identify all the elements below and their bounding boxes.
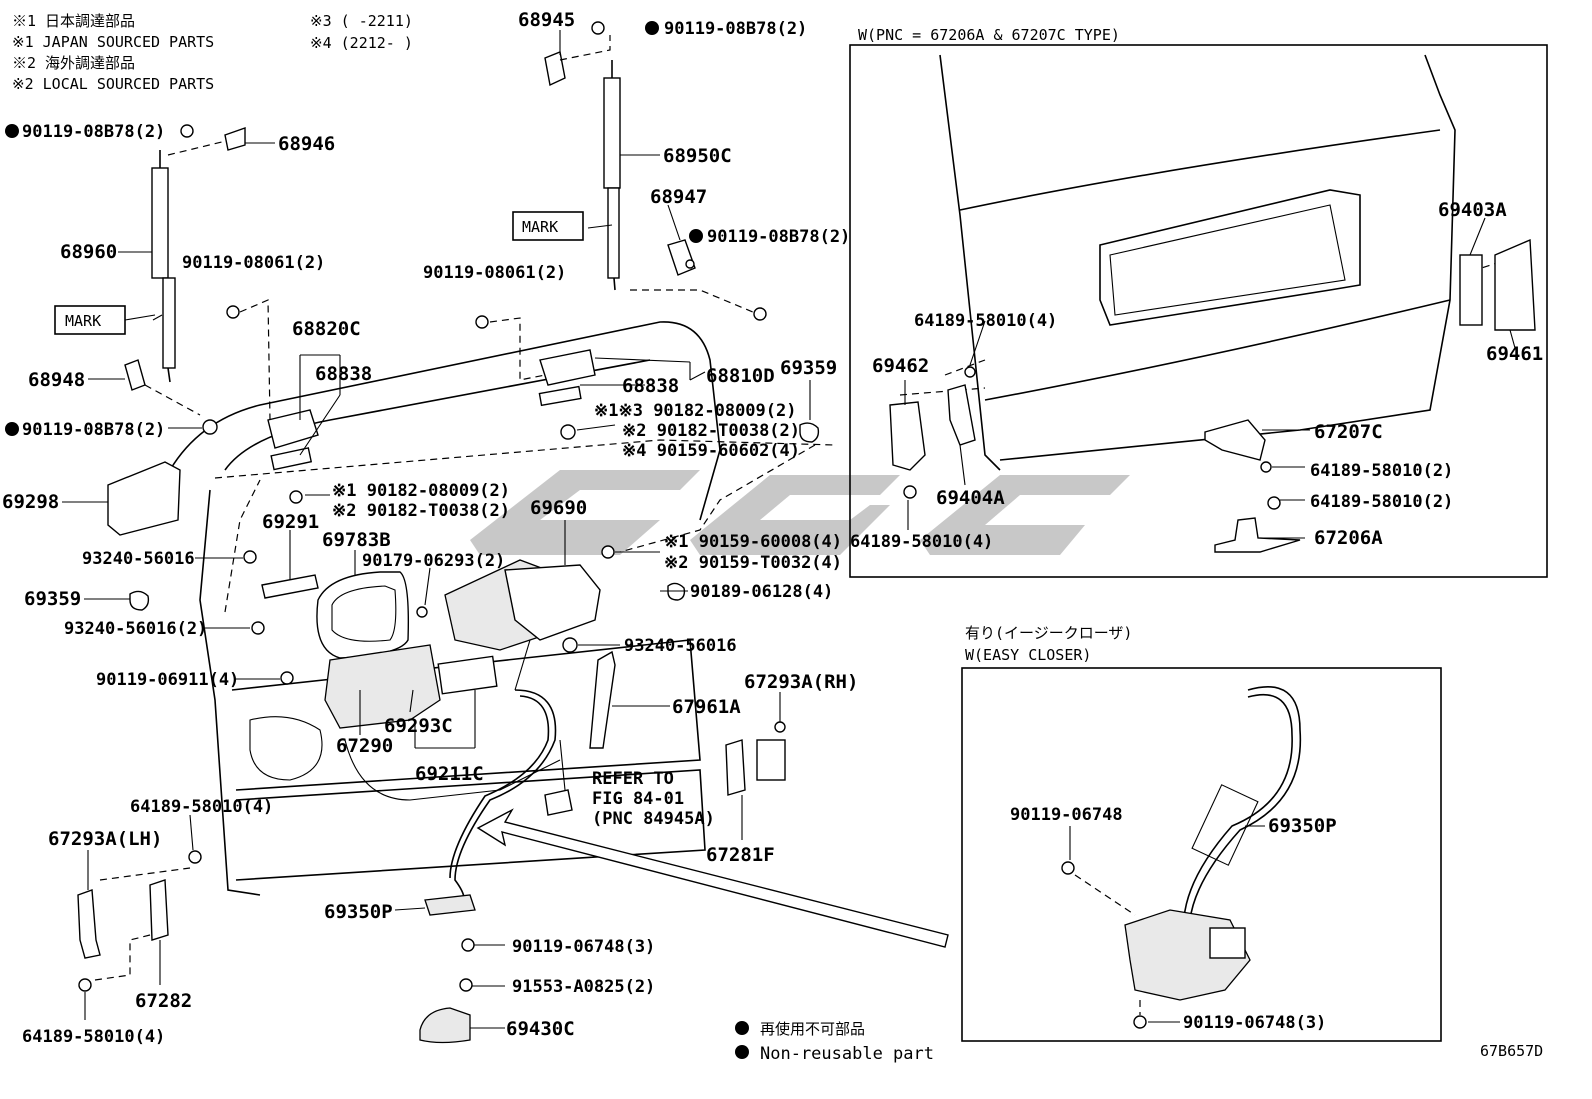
- label-68946: 68946: [278, 133, 335, 155]
- hinges: [107, 299, 820, 685]
- refer-line1: REFER TO: [592, 769, 674, 789]
- label-64189-58010-d: 64189-58010(2): [1310, 461, 1453, 481]
- label-69350p-main: 69350P: [324, 901, 393, 923]
- label-90182-08009-b: ※1 90182-08009(2): [332, 481, 510, 501]
- label-68810d: 68810D: [706, 365, 775, 387]
- label-90182-08009-a: ※1※3 90182-08009(2): [594, 401, 796, 421]
- label-67961a: 67961A: [672, 696, 741, 718]
- label-69404a: 69404A: [936, 487, 1005, 509]
- label-90189-06128: 90189-06128(4): [690, 582, 833, 602]
- inset-bottom-title-en: W(EASY CLOSER): [965, 646, 1091, 664]
- label-64189-58010-c: 64189-58010(4): [914, 311, 1057, 331]
- legend-note2-en: ※2 LOCAL SOURCED PARTS: [12, 75, 214, 93]
- diagram-id: 67B657D: [1480, 1042, 1543, 1060]
- legend-note4: ※4 (2212- ): [310, 34, 413, 52]
- label-69298: 69298: [2, 491, 59, 513]
- bullets: [5, 21, 749, 1059]
- gas-strut-left: [124, 124, 246, 435]
- label-68838-left: 68838: [315, 363, 372, 385]
- mark-callouts: MARK MARK: [54, 211, 584, 335]
- inset-top-frame: [849, 44, 1548, 578]
- label-90119-06748-inset-b: 90119-06748(3): [1183, 1013, 1326, 1033]
- legend-note1-en: ※1 JAPAN SOURCED PARTS: [12, 33, 214, 51]
- label-67290: 67290: [336, 735, 393, 757]
- label-67282: 67282: [135, 990, 192, 1012]
- label-69359-right: 69359: [780, 357, 837, 379]
- lock-assembly: [316, 545, 686, 816]
- label-69359-left: 69359: [24, 588, 81, 610]
- cable-69350p: [419, 689, 557, 1044]
- label-90119-08b78-low: 90119-08B78(2): [22, 420, 165, 440]
- label-93240-56016-b: 93240-56016(2): [64, 619, 207, 639]
- footer: 再使用不可部品 Non-reusable part 67B657D: [760, 1020, 1543, 1064]
- label-68945: 68945: [518, 9, 575, 31]
- label-67293a-lh: 67293A(LH): [48, 828, 162, 850]
- label-67207c: 67207C: [1314, 421, 1383, 443]
- label-69461: 69461: [1486, 343, 1543, 365]
- label-90159-60602: ※4 90159-60602(4): [622, 441, 800, 461]
- label-68947: 68947: [650, 186, 707, 208]
- label-90119-08b78-mid: 90119-08B78(2): [707, 227, 850, 247]
- label-67281f: 67281F: [706, 844, 775, 866]
- label-68950c: 68950C: [663, 145, 732, 167]
- legend-note2-jp: ※2 海外調達部品: [12, 54, 135, 72]
- label-90119-08b78-left: 90119-08B78(2): [22, 122, 165, 142]
- label-69211c: 69211C: [415, 763, 484, 785]
- refer-line2: FIG 84-01: [592, 789, 684, 809]
- label-67206a: 67206A: [1314, 527, 1383, 549]
- legend-note3: ※3 ( -2211): [310, 12, 413, 30]
- label-68838-mid: 68838: [622, 375, 679, 397]
- label-90119-06748-inset: 90119-06748: [1010, 805, 1123, 825]
- label-69783b: 69783B: [322, 529, 391, 551]
- legend-note1-jp: ※1 日本調達部品: [12, 12, 135, 30]
- label-64189-58010-f: 64189-58010(4): [850, 532, 993, 552]
- watermark-logo: [470, 470, 1130, 555]
- label-64189-58010-b: 64189-58010(4): [22, 1027, 165, 1047]
- refer-line3: (PNC 84945A): [592, 809, 715, 829]
- inset-bottom-frame: [961, 667, 1442, 1042]
- part-labels: 68945 90119-08B78(2) 90119-08B78(2) 6894…: [2, 9, 1543, 1047]
- label-90159-t0032: ※2 90159-T0032(4): [664, 553, 842, 573]
- label-90119-08b78-top: 90119-08B78(2): [664, 19, 807, 39]
- label-90179-06293: 90179-06293(2): [362, 551, 505, 571]
- label-91553-a0825: 91553-A0825(2): [512, 977, 655, 997]
- label-69403a: 69403A: [1438, 199, 1507, 221]
- label-90182-t0038-b: ※2 90182-T0038(2): [332, 501, 510, 521]
- label-68960: 68960: [60, 241, 117, 263]
- label-64189-58010-e: 64189-58010(2): [1310, 492, 1453, 512]
- label-69350p-inset: 69350P: [1268, 815, 1337, 837]
- label-90182-t0038-a: ※2 90182-T0038(2): [622, 421, 800, 441]
- mark-label-right: MARK: [522, 218, 558, 236]
- inset-pnc-type: W(PNC = 67206A & 67207C TYPE): [849, 26, 1548, 578]
- arrow-to-easy-closer: [476, 808, 949, 948]
- label-90119-06911: 90119-06911(4): [96, 670, 239, 690]
- label-90159-60008: ※1 90159-60008(4): [664, 532, 842, 552]
- label-69293c: 69293C: [384, 715, 453, 737]
- nonreusable-en: Non-reusable part: [760, 1044, 934, 1064]
- nonreusable-jp: 再使用不可部品: [760, 1020, 865, 1038]
- label-69690: 69690: [530, 497, 587, 519]
- inset-top-title: W(PNC = 67206A & 67207C TYPE): [858, 26, 1120, 44]
- label-64189-58010-a: 64189-58010(4): [130, 797, 273, 817]
- inset-easy-closer: 有り(イージークローザ) W(EASY CLOSER): [961, 624, 1442, 1042]
- label-68948: 68948: [28, 369, 85, 391]
- label-67293a-rh: 67293A(RH): [744, 671, 858, 693]
- label-90119-08061-mid: 90119-08061(2): [423, 263, 566, 283]
- label-69291: 69291: [262, 511, 319, 533]
- label-90119-06748-main: 90119-06748(3): [512, 937, 655, 957]
- label-90119-08061-left: 90119-08061(2): [182, 253, 325, 273]
- leader-lines: [62, 30, 816, 1029]
- gas-strut-right: [544, 21, 767, 321]
- label-69430c: 69430C: [506, 1018, 575, 1040]
- label-69462: 69462: [872, 355, 929, 377]
- mark-label-left: MARK: [65, 312, 101, 330]
- label-93240-56016-c: 93240-56016: [624, 636, 737, 656]
- inset-bottom-title-jp: 有り(イージークローザ): [965, 624, 1132, 642]
- lower-left-parts: [77, 721, 786, 992]
- label-93240-56016-a: 93240-56016: [82, 549, 195, 569]
- label-68820c: 68820C: [292, 318, 361, 340]
- legend: ※1 日本調達部品 ※1 JAPAN SOURCED PARTS ※2 海外調達…: [12, 12, 413, 93]
